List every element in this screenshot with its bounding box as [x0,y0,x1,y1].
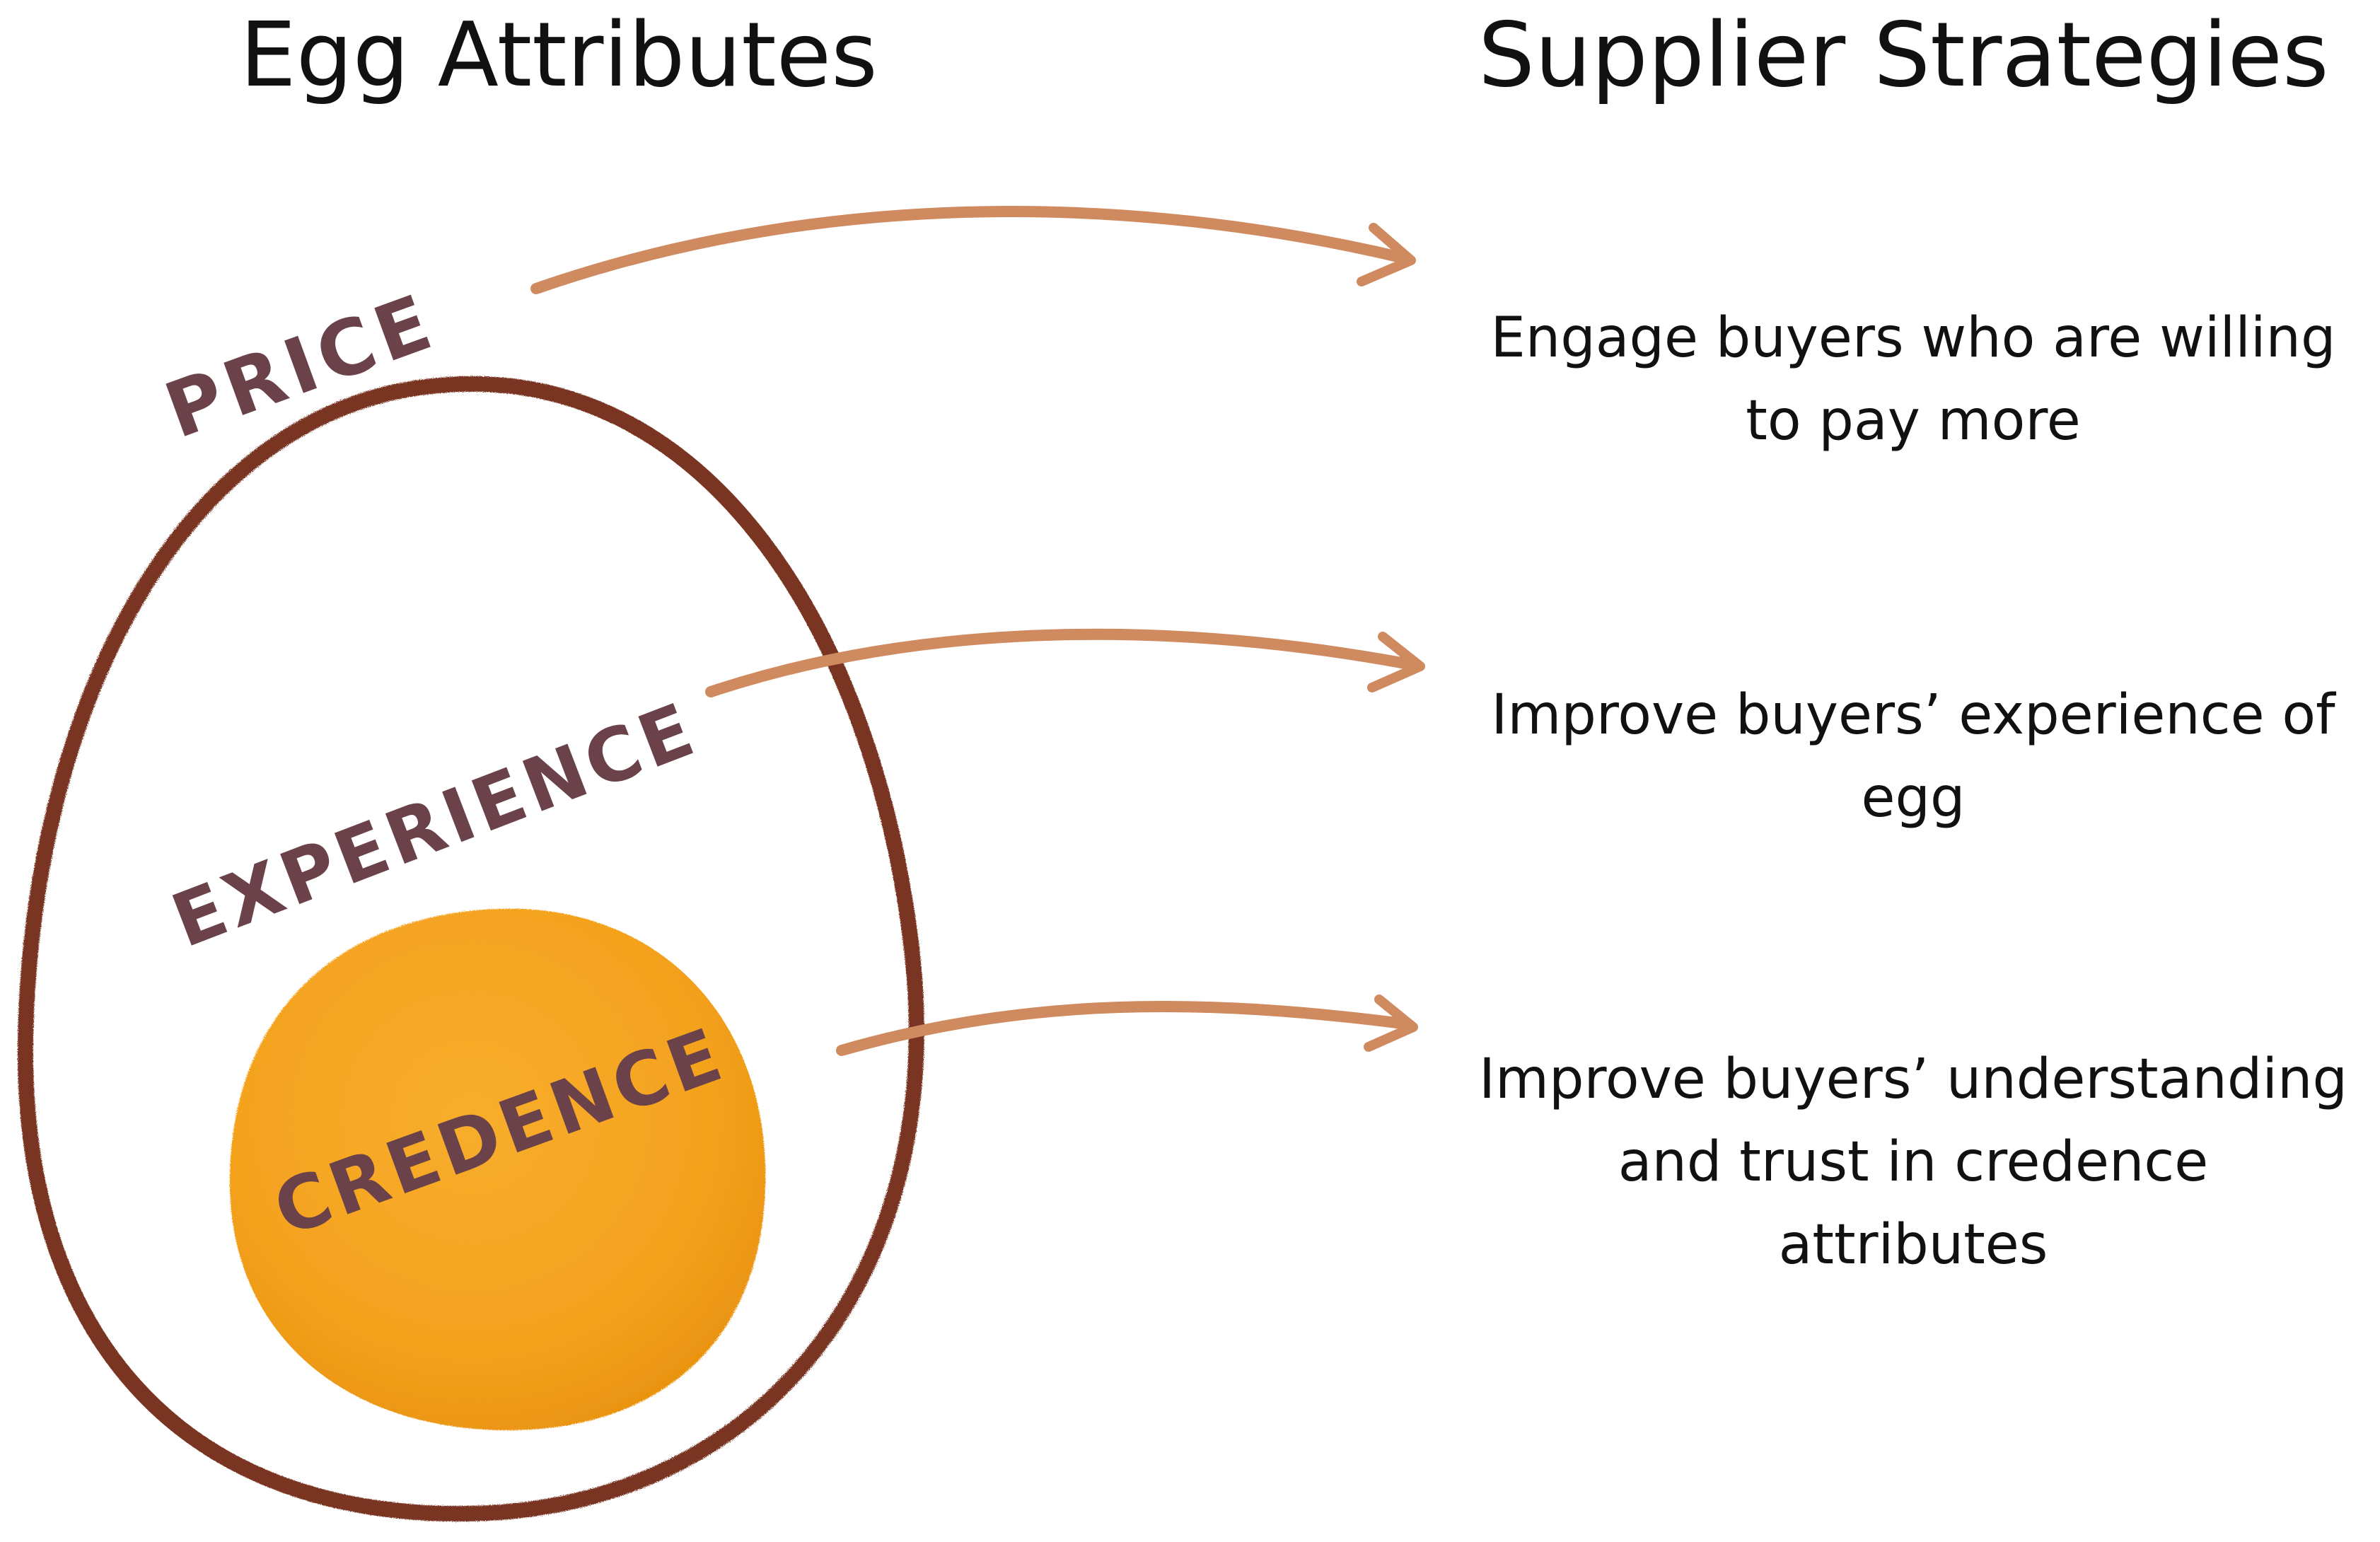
price-arrow [530,206,1416,294]
experience-arrow [705,628,1425,697]
egg-outline-shape [17,376,924,1521]
strategy-experience: Improve buyers’ experience of egg [1491,683,2335,830]
strategy-credence: Improve buyers’ understanding and trust … [1479,1048,2347,1277]
supplier-strategies-heading: Supplier Strategies [1478,3,2329,107]
egg-attributes-heading: Egg Attributes [240,3,878,107]
yolk-shape [229,908,766,1431]
strategy-price: Engage buyers who are willing to pay mor… [1490,306,2336,453]
credence-arrow [836,995,1418,1056]
